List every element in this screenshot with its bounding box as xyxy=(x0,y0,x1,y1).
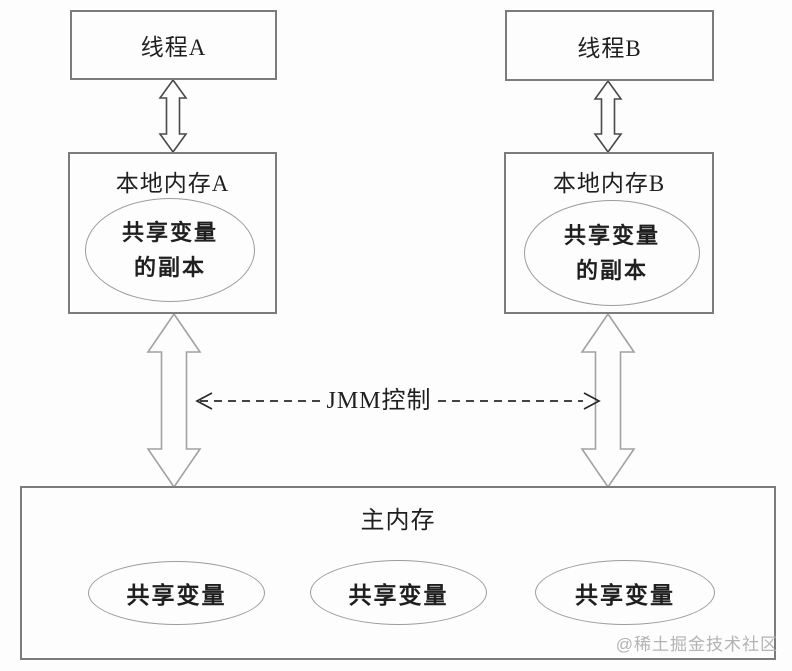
shared-variable-copy-ellipse-a: 共享变量 的副本 xyxy=(85,198,255,302)
double-arrow-local-b-main-icon xyxy=(580,312,636,489)
local-memory-b-title: 本地内存B xyxy=(552,171,666,196)
thread-b-label: 线程B xyxy=(577,35,642,61)
main-memory-title: 主内存 xyxy=(360,508,436,534)
copy-line1-a: 共享变量 xyxy=(121,220,218,245)
thread-a-box: 线程A xyxy=(70,10,277,80)
jmm-dashed-arrow-left-icon xyxy=(195,392,322,410)
copy-line2-a: 的副本 xyxy=(133,255,206,280)
main-memory-box: 主内存 共享变量 共享变量 共享变量 xyxy=(20,486,776,660)
local-memory-b-box: 本地内存B 共享变量 的副本 xyxy=(504,152,714,314)
shared-variable-label-3: 共享变量 xyxy=(575,582,675,608)
double-arrow-thread-b-icon xyxy=(593,79,623,154)
local-memory-a-box: 本地内存A 共享变量 的副本 xyxy=(68,152,277,314)
thread-a-label: 线程A xyxy=(140,35,207,60)
shared-variable-ellipse-2: 共享变量 xyxy=(310,560,487,625)
shared-variable-label-1: 共享变量 xyxy=(126,583,227,608)
double-arrow-thread-a-icon xyxy=(158,78,188,154)
watermark: @稀土掘金技术社区 xyxy=(615,635,778,654)
shared-variable-ellipse-1: 共享变量 xyxy=(88,561,265,625)
shared-variable-copy-ellipse-b: 共享变量 的副本 xyxy=(524,200,700,306)
thread-b-box: 线程B xyxy=(505,10,714,81)
jmm-dashed-arrow-right-icon xyxy=(438,392,601,410)
copy-line2-b: 的副本 xyxy=(575,258,648,283)
jmm-control-label: JMM控制 xyxy=(326,388,432,414)
shared-variable-ellipse-3: 共享变量 xyxy=(535,560,715,625)
shared-variable-label-2: 共享变量 xyxy=(348,582,449,608)
copy-line1-b: 共享变量 xyxy=(563,223,660,248)
local-memory-a-title: 本地内存A xyxy=(115,171,230,196)
double-arrow-local-a-main-icon xyxy=(146,312,202,489)
